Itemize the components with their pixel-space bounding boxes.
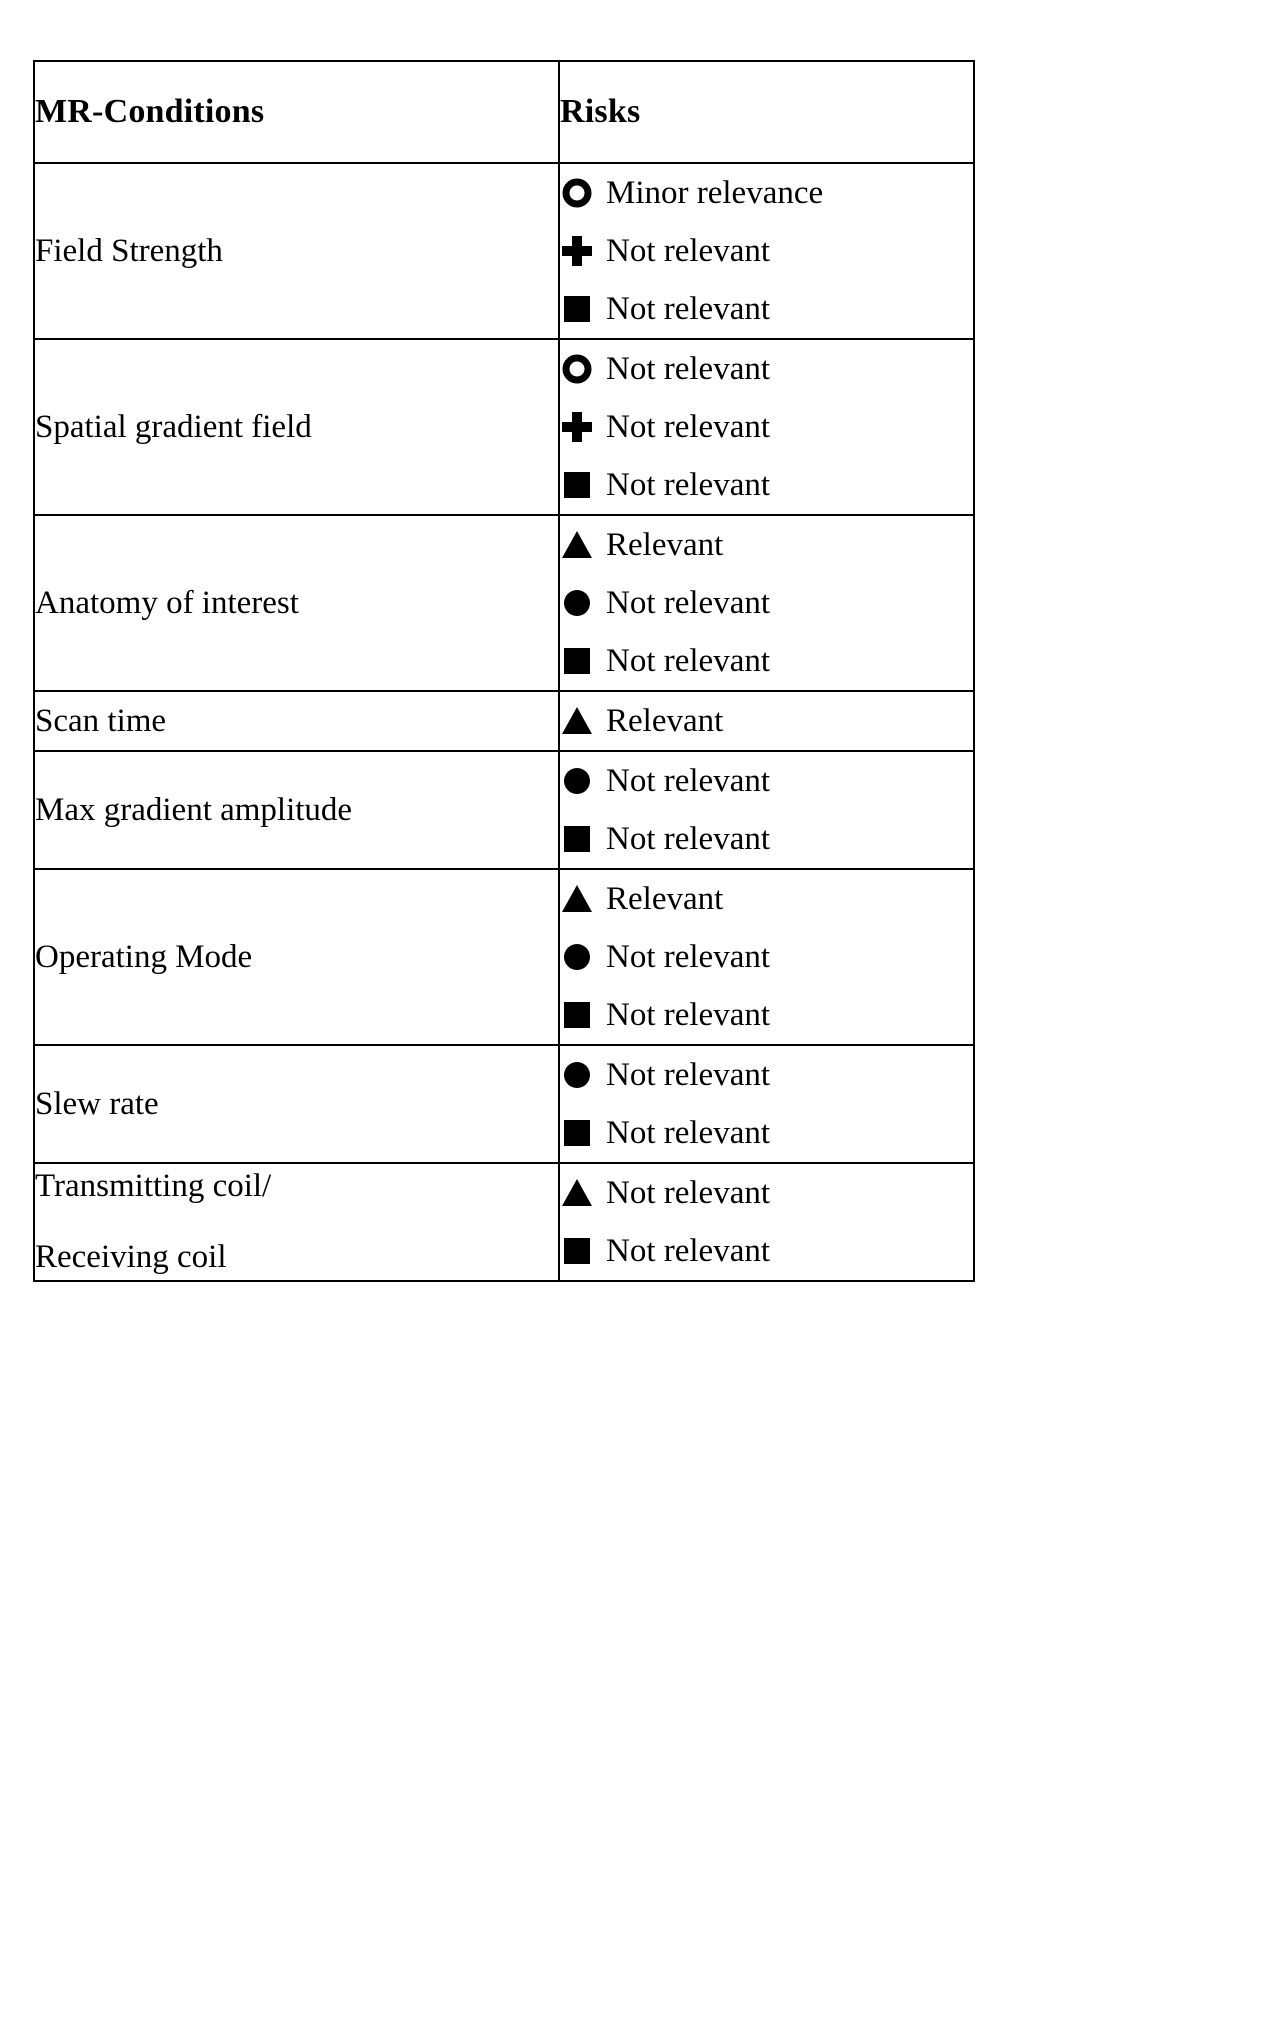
- mr-condition-label: Transmitting coil/: [35, 1168, 272, 1205]
- mr-condition-cell: Field Strength: [33, 162, 560, 340]
- risk-label: Not relevant: [606, 408, 771, 445]
- risk-item: Not relevant: [560, 810, 973, 868]
- risk-label: Not relevant: [606, 1174, 771, 1211]
- circle-hollow-icon: [560, 352, 594, 386]
- risk-label: Not relevant: [606, 1114, 771, 1151]
- table-row: Scan time Relevant: [33, 690, 975, 752]
- column-header-mr-conditions: MR-Conditions: [33, 60, 560, 164]
- plus-icon: [560, 410, 594, 444]
- risk-label: Not relevant: [606, 350, 771, 387]
- mr-condition-label: Scan time: [35, 702, 167, 739]
- mr-condition-label: Slew rate: [35, 1085, 159, 1122]
- plus-icon: [560, 234, 594, 268]
- table-header: MR-Conditions Risks: [33, 60, 975, 164]
- square-filled-icon: [560, 468, 594, 502]
- mr-condition-cell: Anatomy of interest: [33, 514, 560, 692]
- square-filled-icon: [560, 998, 594, 1032]
- mr-condition-cell: Max gradient amplitude: [33, 750, 560, 870]
- mr-condition-cell: Spatial gradient field: [33, 338, 560, 516]
- risk-label: Relevant: [606, 526, 724, 563]
- table-header-row: MR-Conditions Risks: [33, 60, 975, 164]
- risk-label: Not relevant: [606, 642, 771, 679]
- risk-item: Minor relevance: [560, 164, 973, 222]
- risk-item: Not relevant: [560, 986, 973, 1044]
- circle-filled-icon: [560, 764, 594, 798]
- risk-item: Not relevant: [560, 222, 973, 280]
- risk-item: Not relevant: [560, 340, 973, 398]
- circle-hollow-icon: [560, 176, 594, 210]
- risk-label: Not relevant: [606, 762, 771, 799]
- risk-item: Not relevant: [560, 1222, 973, 1280]
- square-filled-icon: [560, 1116, 594, 1150]
- mr-condition-label: Field Strength: [35, 232, 223, 269]
- triangle-filled-icon: [560, 1176, 594, 1210]
- mr-condition-label: Spatial gradient field: [35, 408, 312, 445]
- risk-label: Not relevant: [606, 996, 771, 1033]
- square-filled-icon: [560, 292, 594, 326]
- risk-item: Not relevant: [560, 456, 973, 514]
- circle-filled-icon: [560, 1058, 594, 1092]
- circle-filled-icon: [560, 940, 594, 974]
- risk-item: Not relevant: [560, 928, 973, 986]
- mr-condition-label: Receiving coil: [35, 1239, 227, 1275]
- column-header-risks: Risks: [558, 60, 975, 164]
- mr-conditions-risks-table-wrapper: MR-Conditions Risks Field Strength Minor …: [33, 60, 975, 1282]
- triangle-filled-icon: [560, 528, 594, 562]
- risk-item: Not relevant: [560, 1164, 973, 1222]
- square-filled-icon: [560, 1234, 594, 1268]
- mr-conditions-risks-table: MR-Conditions Risks Field Strength Minor …: [33, 60, 975, 1282]
- square-filled-icon: [560, 822, 594, 856]
- risks-cell: Relevant: [558, 690, 975, 752]
- mr-condition-cell: Transmitting coil/Receiving coil: [33, 1162, 560, 1282]
- risk-label: Not relevant: [606, 1056, 771, 1093]
- circle-filled-icon: [560, 586, 594, 620]
- risk-label: Not relevant: [606, 1232, 771, 1269]
- risk-label: Relevant: [606, 702, 724, 739]
- triangle-filled-icon: [560, 882, 594, 916]
- risk-label: Not relevant: [606, 232, 771, 269]
- mr-condition-label: Anatomy of interest: [35, 584, 299, 621]
- risk-label: Minor relevance: [606, 174, 824, 211]
- risk-item: Relevant: [560, 692, 973, 750]
- risk-item: Not relevant: [560, 574, 973, 632]
- risk-label: Relevant: [606, 880, 724, 917]
- mr-condition-cell: Slew rate: [33, 1044, 560, 1164]
- risk-label: Not relevant: [606, 938, 771, 975]
- risk-label: Not relevant: [606, 584, 771, 621]
- square-filled-icon: [560, 644, 594, 678]
- mr-condition-label: Max gradient amplitude: [35, 791, 353, 828]
- risk-label: Not relevant: [606, 466, 771, 503]
- risk-label: Not relevant: [606, 820, 771, 857]
- risk-item: Not relevant: [560, 752, 973, 810]
- risk-item: Relevant: [560, 870, 973, 928]
- mr-condition-label: Operating Mode: [35, 938, 253, 975]
- risk-item: Not relevant: [560, 1104, 973, 1162]
- risk-item: Not relevant: [560, 632, 973, 690]
- risk-item: Not relevant: [560, 398, 973, 456]
- risk-item: Not relevant: [560, 1046, 973, 1104]
- risk-label: Not relevant: [606, 290, 771, 327]
- mr-condition-cell: Operating Mode: [33, 868, 560, 1046]
- risk-item: Relevant: [560, 516, 973, 574]
- risk-item: Not relevant: [560, 280, 973, 338]
- mr-condition-cell: Scan time: [33, 690, 560, 752]
- triangle-filled-icon: [560, 704, 594, 738]
